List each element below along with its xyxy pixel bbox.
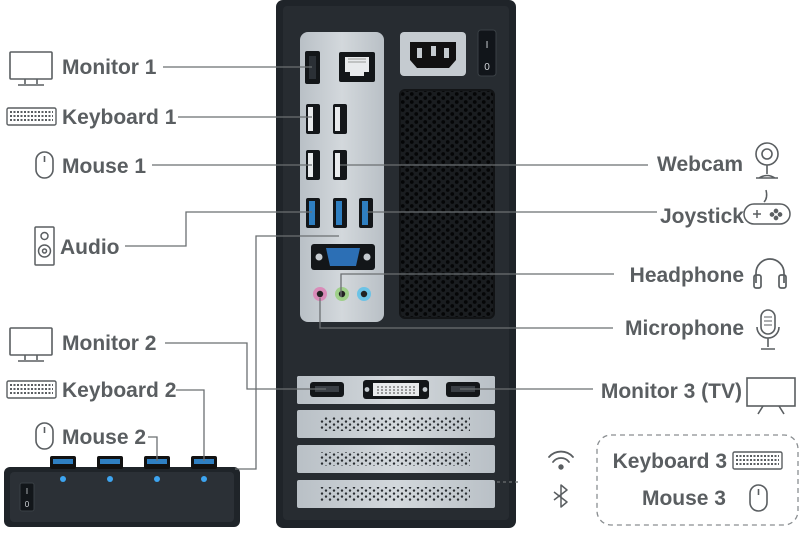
dvi-port [363,380,429,399]
label-monitor-2: Monitor 2 [62,332,157,355]
speaker-icon [34,226,55,266]
label-keyboard-3: Keyboard 3 [612,450,727,473]
gpu-ports [297,376,495,404]
label-monitor-3-tv: Monitor 3 (TV) [600,380,742,403]
hub-usb-ports [50,456,217,482]
wifi-icon [548,450,574,470]
label-headphone: Headphone [629,264,744,287]
keyboard-icon [6,380,57,399]
label-mouse-1: Mouse 1 [62,155,147,178]
monitor-icon [9,327,53,362]
vga-port [311,244,375,270]
monitor-icon [9,51,53,86]
webcam-icon [755,142,779,179]
label-keyboard-1: Keyboard 1 [62,106,177,129]
tv-icon [746,377,796,415]
label-keyboard-2: Keyboard 2 [62,379,177,402]
expansion-slots [297,376,495,508]
microphone-icon [756,309,780,350]
usb-hub: I 0 [4,456,240,527]
mouse-icon [35,422,54,450]
hub-switch-on-mark: I [26,487,28,496]
wireless-group-box [596,434,799,526]
label-joystick: Joystick [659,205,744,228]
io-ports [305,51,375,301]
bluetooth-icon [553,484,568,508]
audio-jacks [313,287,371,301]
keyboard-icon [6,107,57,126]
power-switch[interactable]: I 0 [477,29,497,77]
connector-lines [125,66,657,483]
mouse-icon [749,484,768,512]
gpu-hdmi-port [310,382,344,397]
case-vent [399,89,495,319]
hub-switch-off-mark: 0 [25,500,30,509]
gamepad-icon [743,189,791,225]
usb3-ports [306,198,373,228]
headphone-icon [753,258,787,289]
hdmi-port [305,51,320,84]
switch-off-mark: 0 [484,62,490,73]
mouse-icon [35,151,54,179]
ethernet-port [339,52,375,82]
label-mouse-2: Mouse 2 [62,426,147,449]
label-microphone: Microphone [625,317,744,340]
label-audio: Audio [60,236,120,259]
label-webcam: Webcam [657,153,743,176]
label-monitor-1: Monitor 1 [62,56,157,79]
hub-power-switch [19,482,35,512]
switch-on-mark: I [486,40,489,51]
power-socket [400,32,466,76]
keyboard-icon [732,451,783,470]
label-mouse-3: Mouse 3 [641,487,726,510]
